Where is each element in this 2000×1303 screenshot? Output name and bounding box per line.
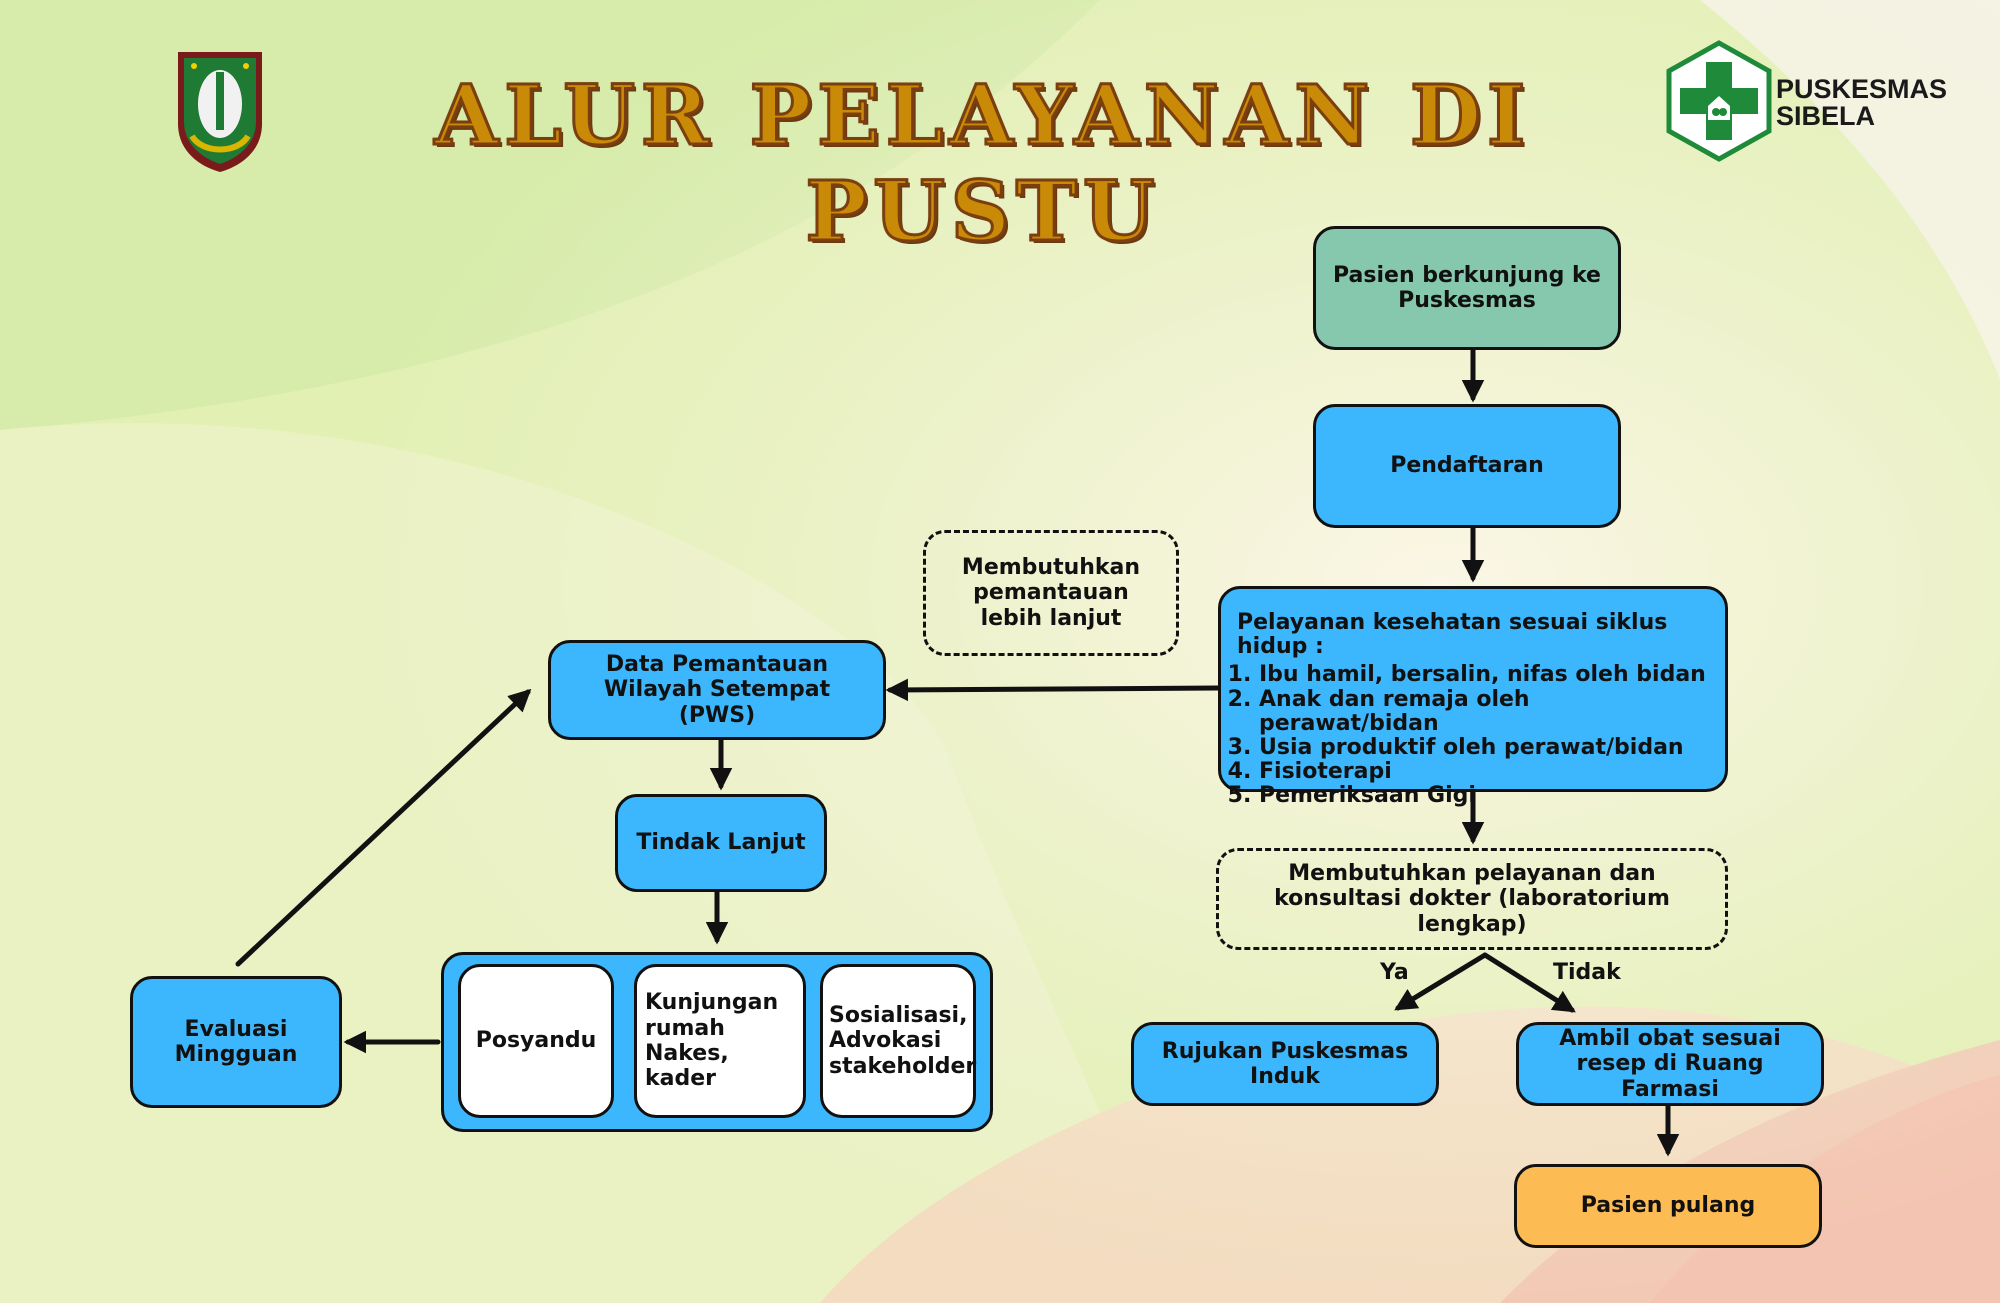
activity-home-visit: Kunjungan rumah Nakes, kader <box>634 964 806 1118</box>
logo-line-1: PUSKESMAS <box>1776 74 1948 104</box>
go-home-box: Pasien pulang <box>1514 1164 1822 1248</box>
puskesmas-logo-text: PUSKESMAS SIBELA <box>1776 76 1947 130</box>
activity-posyandu: Posyandu <box>458 964 614 1118</box>
services-box: Pelayanan kesehatan sesuai siklus hidup … <box>1218 586 1728 808</box>
services-item: Anak dan remaja oleh perawat/bidan <box>1259 687 1709 736</box>
referral-box: Rujukan Puskesmas Induk <box>1131 1022 1439 1106</box>
visit-box: Pasien berkunjung ke Puskesmas <box>1313 226 1621 350</box>
services-list: Ibu hamil, bersalin, nifas oleh bidan An… <box>1237 663 1709 808</box>
follow-up-box: Tindak Lanjut <box>615 794 827 892</box>
yes-label: Ya <box>1380 960 1409 985</box>
weekly-eval-box: Evaluasi Mingguan <box>130 976 342 1108</box>
services-item: Ibu hamil, bersalin, nifas oleh bidan <box>1259 663 1709 687</box>
services-heading: Pelayanan kesehatan sesuai siklus hidup … <box>1237 610 1668 660</box>
pharmacy-box: Ambil obat sesuai resep di Ruang Farmasi <box>1516 1022 1824 1106</box>
need-doctor-box: Membutuhkan pelayanan dan konsultasi dok… <box>1216 848 1728 950</box>
activity-socialization: Sosialisasi, Advokasi stakeholder <box>820 964 976 1118</box>
arrow-decision-to-pharmacy <box>1482 952 1576 1013</box>
registration-box: Pendaftaran <box>1313 404 1621 528</box>
pws-box: Data Pemantauan Wilayah Setempat (PWS) <box>548 640 886 740</box>
puskesmas-logo-icon <box>1666 40 1772 162</box>
page-title: ALUR PELAYANAN DI PUSTU <box>433 67 1532 262</box>
arrow-eval-to-pws <box>235 688 532 967</box>
no-label: Tidak <box>1553 960 1621 985</box>
services-item: Pemeriksaan Gigi <box>1259 784 1709 808</box>
logo-line-2: SIBELA <box>1776 101 1876 131</box>
arrow-decision-to-referral <box>1394 952 1488 1011</box>
services-item: Fisioterapi <box>1259 759 1709 784</box>
city-emblem-logo <box>178 52 262 172</box>
services-item: Usia produktif oleh perawat/bidan <box>1259 735 1709 760</box>
need-monitoring-box: Membutuhkan pemantauan lebih lanjut <box>923 530 1179 656</box>
arrow-services-to-pws <box>885 678 1221 702</box>
